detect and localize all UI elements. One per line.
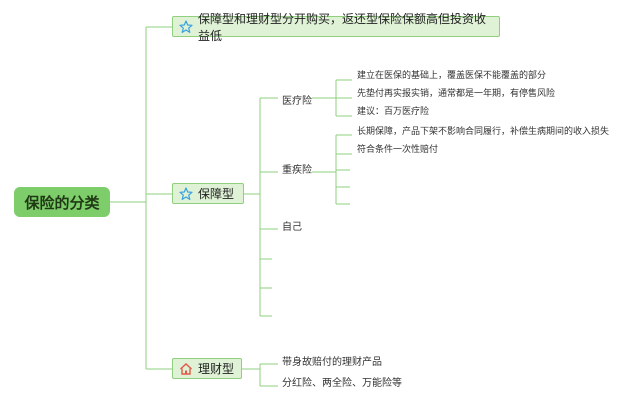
star-icon xyxy=(179,19,193,34)
branch-label: 理财型 xyxy=(198,362,235,376)
star-icon xyxy=(179,186,193,201)
branch-node-wealth[interactable]: 理财型 xyxy=(172,358,242,379)
leaf-item[interactable]: 建立在医保的基础上，覆盖医保不能覆盖的部分 xyxy=(357,71,547,81)
leaf-item[interactable]: 建议：百万医疗险 xyxy=(357,107,430,117)
leaf-item[interactable]: 符合条件一次性赔付 xyxy=(357,145,439,155)
leaf-item[interactable]: 长期保障，产品下架不影响合同履行，补偿生病期间的收入损失 xyxy=(357,127,610,137)
home-icon xyxy=(179,362,193,376)
branch-node-purchase-advice[interactable]: 保障型和理财型分开购买，返还型保险保额高但投资收益低 xyxy=(172,12,500,43)
branch-label: 保障型和理财型分开购买，返还型保险保额高但投资收益低 xyxy=(198,11,487,43)
leaf-item[interactable]: 先垫付再实报实销，通常都是一年期，有停售风险 xyxy=(357,89,556,99)
branch-node-protection[interactable]: 保障型 xyxy=(172,183,244,204)
subtopic-wealth-death-benefit[interactable]: 带身故赔付的理财产品 xyxy=(282,357,382,368)
subtopic-critical-illness[interactable]: 重疾险 xyxy=(282,165,312,176)
root-label: 保险的分类 xyxy=(24,193,100,212)
subtopic-medical[interactable]: 医疗险 xyxy=(282,96,312,107)
root-node[interactable]: 保险的分类 xyxy=(14,187,110,217)
branch-label: 保障型 xyxy=(198,187,235,201)
subtopic-wealth-types[interactable]: 分红险、两全险、万能险等 xyxy=(282,378,402,389)
subtopic-self[interactable]: 自己 xyxy=(282,222,302,233)
